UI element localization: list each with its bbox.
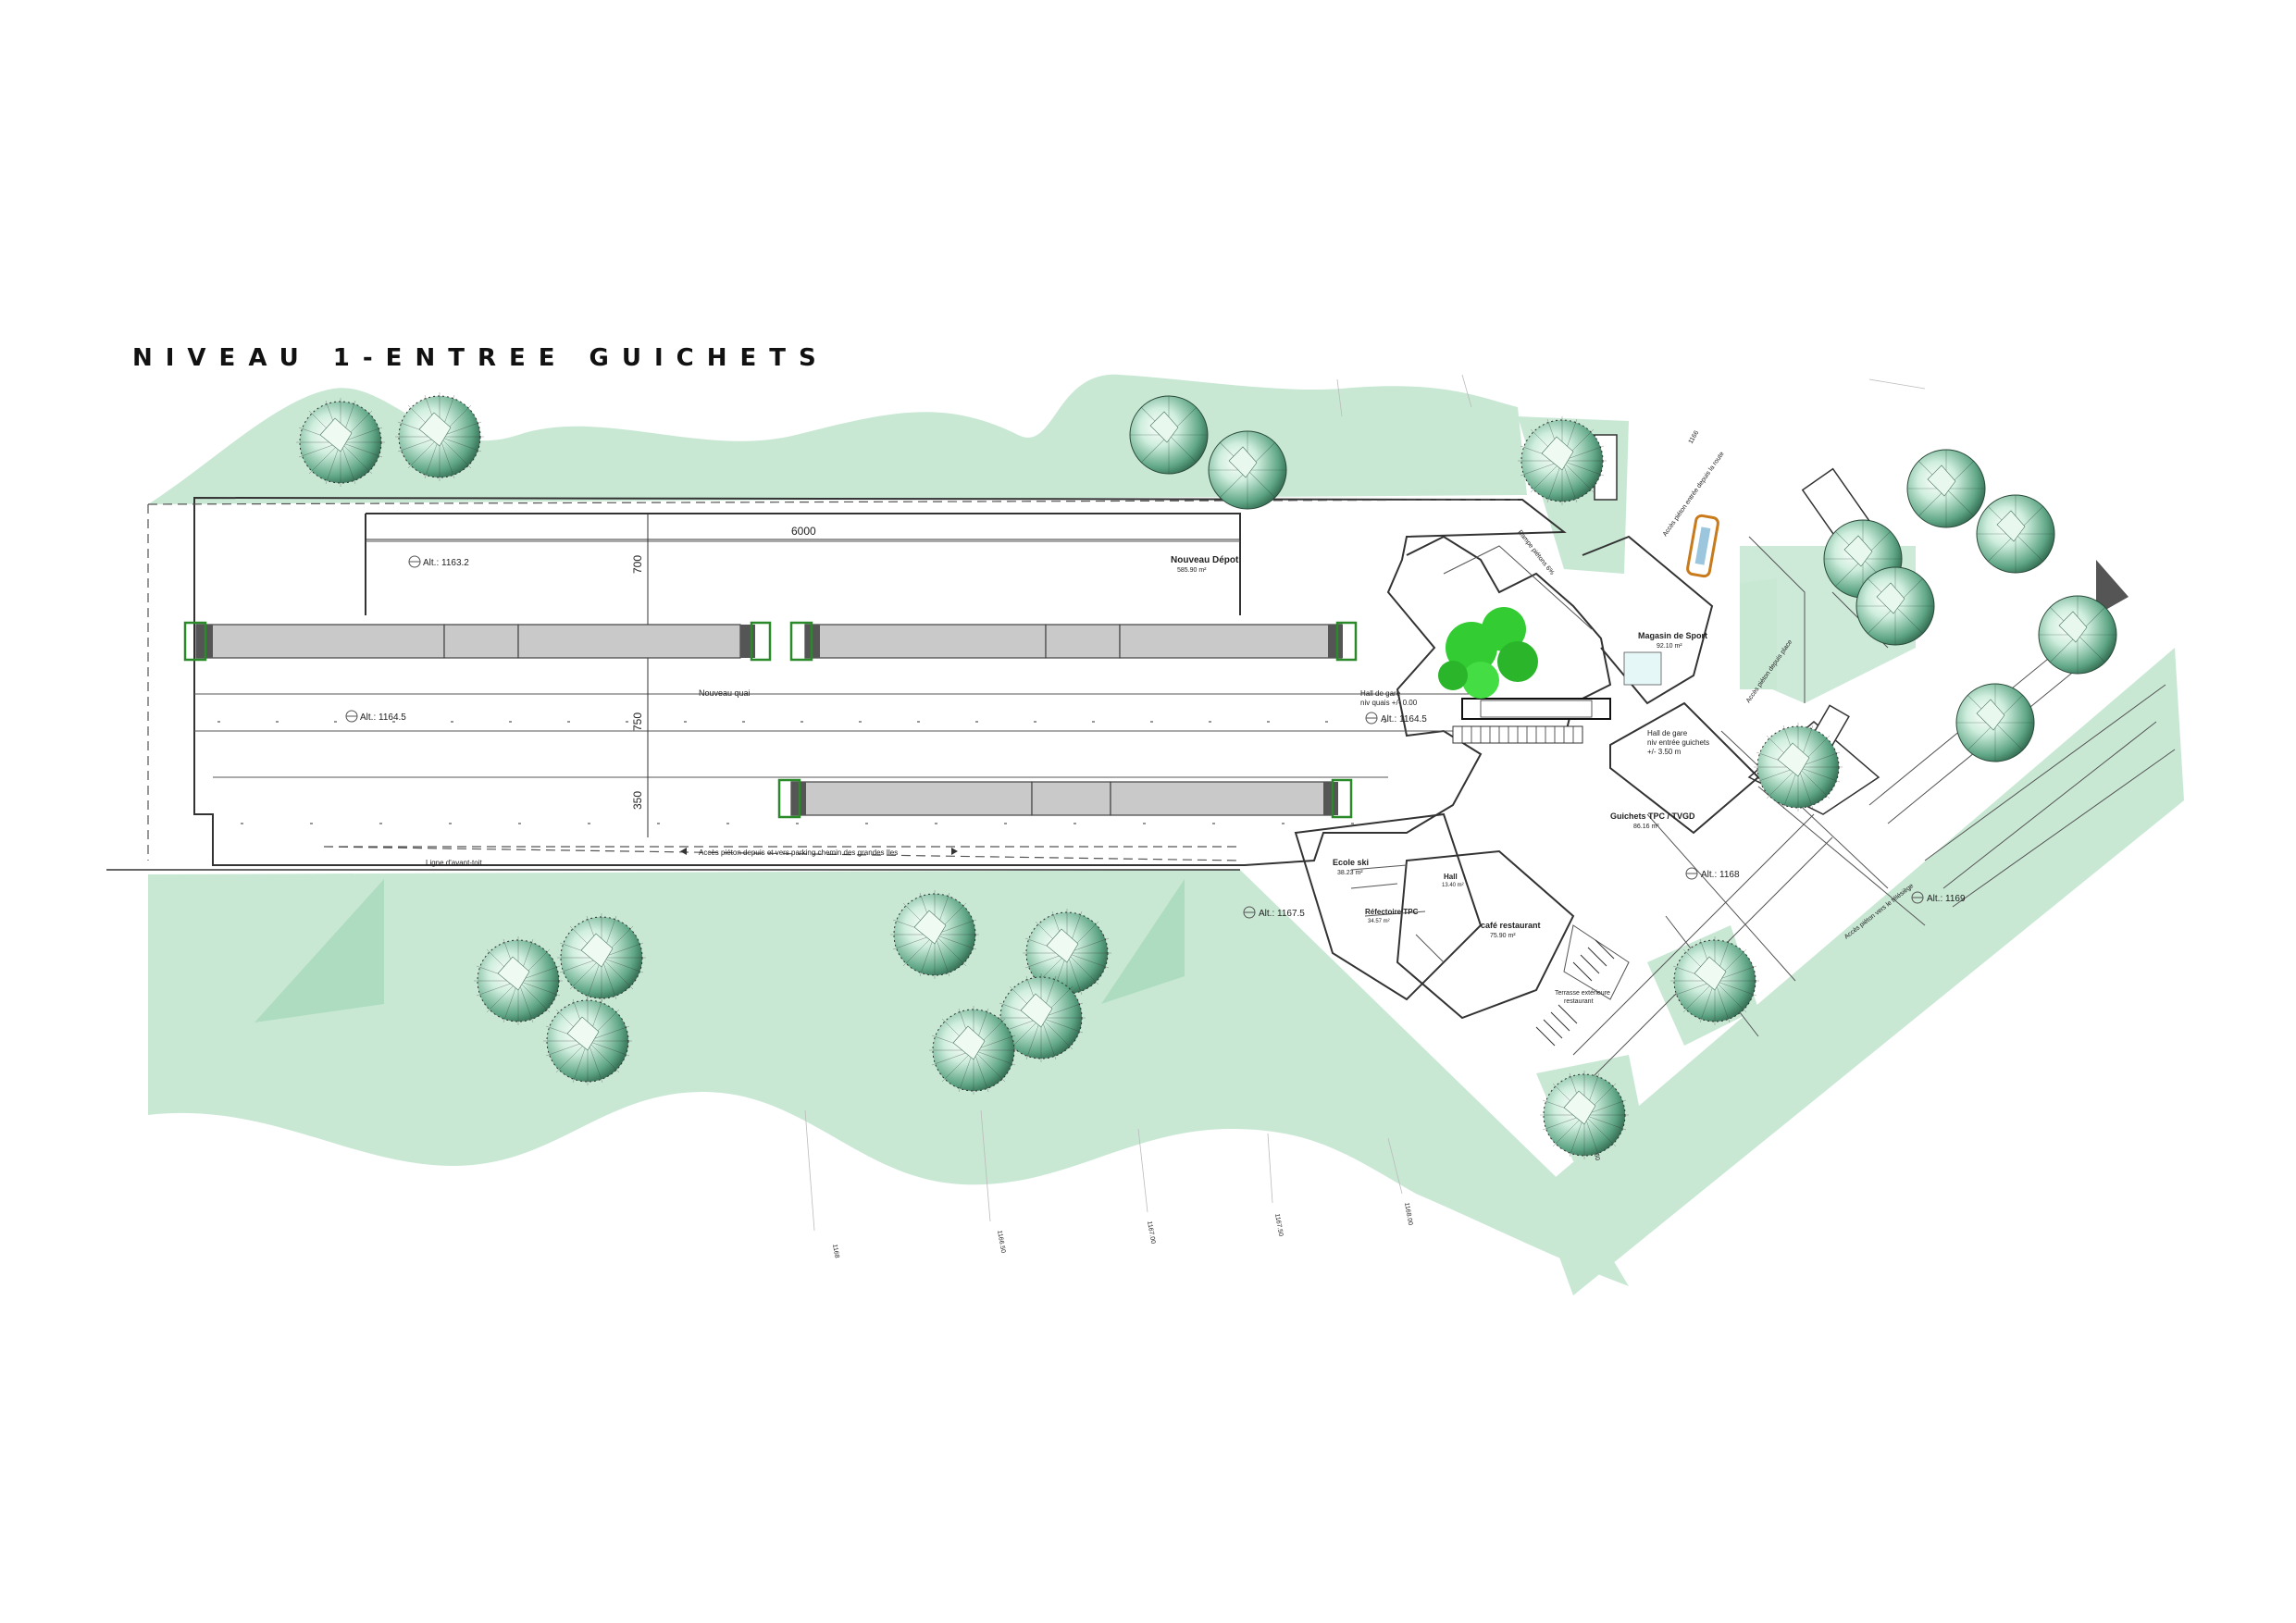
altitude-marker-3: Alt.: 1164.5: [1365, 712, 1427, 725]
tree-icon: [295, 397, 386, 488]
hall-guichets-label-1: Hall de gare: [1647, 729, 1688, 737]
svg-text:Alt.: 1163.2: Alt.: 1163.2: [423, 558, 469, 568]
hall-small-label: Hall: [1444, 873, 1458, 881]
station-hall: [1406, 535, 1612, 744]
plan-title: NIVEAU 1-ENTREE GUICHETS: [132, 344, 829, 372]
cafe-area: 75.90 m²: [1490, 933, 1516, 939]
tree-icon: [1539, 1070, 1630, 1160]
tree-icon: [1855, 566, 1935, 646]
quai-label: Nouveau quai: [699, 688, 751, 698]
grass-south-dark-2: [1101, 879, 1185, 1004]
ecole-label: Ecole ski: [1333, 858, 1369, 867]
tree-icon: [556, 912, 647, 1003]
tree-icon: [473, 935, 564, 1026]
altitude-marker-4: Alt.: 1167.5: [1243, 906, 1305, 919]
contour-label-1: 1168: [831, 1244, 840, 1258]
depot-area: 585.90 m²: [1177, 567, 1207, 574]
refectoire-area: 34.57 m²: [1368, 919, 1390, 924]
hall-small-area: 13.40 m²: [1442, 883, 1464, 888]
altitude-marker-6: Alt.: 1169: [1911, 891, 1966, 904]
hall-quais-label-2: niv quais +/- 0.00: [1360, 699, 1418, 707]
svg-text:Alt.: 1164.5: Alt.: 1164.5: [1381, 714, 1427, 725]
contour-label-7: 1166: [1688, 429, 1701, 445]
tree-icon: [394, 391, 485, 482]
depot-outline: [365, 513, 1241, 615]
tree-icon: [1906, 449, 1986, 528]
tree-bright-green: [1438, 607, 1538, 699]
hall-guichets-label-3: +/- 3.50 m: [1647, 748, 1682, 756]
altitude-marker-2: Alt.: 1164.5: [345, 710, 406, 723]
pedestrian-access-label: Accès piéton depuis et vers parking chem…: [699, 849, 898, 857]
tree-icon: [1208, 430, 1287, 510]
canopy-line-label: Ligne d'avant-toit: [426, 859, 482, 867]
svg-text:Alt.: 1168: Alt.: 1168: [1701, 870, 1740, 880]
terrace-hatch-1: [1572, 939, 1615, 982]
train-upper-right: [789, 621, 1358, 662]
hall-quais-label-1: Hall de gare: [1360, 689, 1401, 698]
dimension-700: 700: [631, 555, 644, 574]
terrasse-label-2: restaurant: [1564, 998, 1594, 1005]
tree-icon: [1753, 722, 1843, 812]
refectoire-label: Réfectoire TPC: [1365, 908, 1419, 916]
svg-text:Alt.: 1169: Alt.: 1169: [1927, 894, 1966, 904]
altitude-marker-1: Alt.: 1163.2: [408, 555, 469, 568]
tree-icon: [1955, 683, 2035, 762]
grass-east-strip: [1536, 648, 2184, 1295]
ecole-area: 38.23 m²: [1337, 870, 1363, 876]
east-buildings: [1294, 535, 2176, 1079]
magasin-area: 92.10 m²: [1657, 643, 1682, 650]
contour-label-2: 1166.50: [996, 1230, 1006, 1254]
tree-icon: [1517, 415, 1607, 506]
terrasse-label-1: Terrasse extérieure: [1555, 990, 1610, 997]
altitude-marker-5: Alt.: 1168: [1685, 867, 1740, 880]
dimension-350: 350: [631, 791, 644, 810]
tree-icon: [1129, 395, 1209, 475]
terrace-hatch-2: [1535, 1004, 1578, 1047]
contour-label-5: 1168.00: [1403, 1202, 1413, 1226]
canopy-dashed-line: [147, 499, 1519, 861]
small-pool: [1623, 651, 1662, 686]
svg-text:Alt.: 1164.5: Alt.: 1164.5: [360, 712, 406, 723]
tree-icon: [2038, 595, 2117, 675]
contour-label-4: 1167.50: [1273, 1213, 1284, 1237]
dimension-750: 750: [631, 712, 644, 731]
tree-icon: [928, 1005, 1019, 1096]
grass-south-dark-1: [254, 879, 384, 1022]
stair-treads: [1461, 726, 1574, 743]
tree-icon: [889, 889, 980, 980]
dimension-6000: 6000: [791, 525, 816, 538]
rampe-label: Rampe piétons 6%: [1516, 529, 1555, 576]
arrow-right-icon: [951, 848, 958, 855]
guichets-area: 86.16 m²: [1633, 824, 1659, 830]
contour-lines: [804, 374, 1926, 1232]
train-upper-left: [183, 621, 772, 662]
grass-island-1: [1740, 578, 1777, 689]
train-lower: [777, 778, 1353, 819]
contour-label-3: 1167.00: [1146, 1220, 1156, 1245]
tree-icon: [1976, 494, 2055, 574]
arrow-left-icon: [680, 848, 687, 855]
guichets-label: Guichets TPC / TVGD: [1610, 812, 1695, 821]
depot-label: Nouveau Dépot: [1171, 555, 1239, 565]
svg-text:Alt.: 1167.5: Alt.: 1167.5: [1259, 909, 1305, 919]
tree-icon: [1669, 935, 1760, 1026]
hall-guichets-label-2: niv entrée guichets: [1647, 738, 1709, 747]
bus-icon: [1686, 514, 1719, 578]
tree-icon: [542, 996, 633, 1086]
cafe-label: café restaurant: [1481, 921, 1541, 930]
north-arrow-icon: [2096, 560, 2128, 615]
magasin-label: Magasin de Sport: [1638, 631, 1707, 640]
